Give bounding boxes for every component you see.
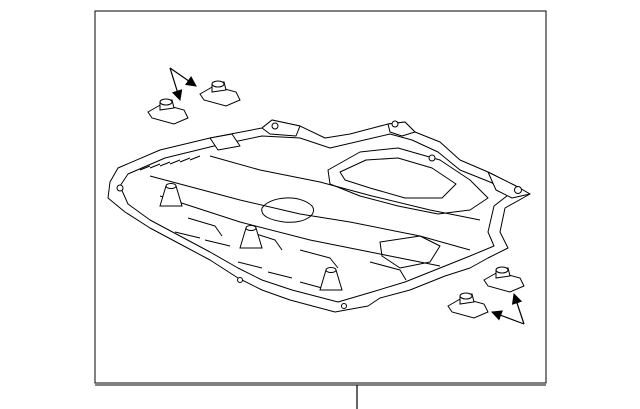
rear-ridge bbox=[209, 155, 481, 221]
mount-posts bbox=[159, 183, 343, 291]
rear-bracket bbox=[261, 119, 301, 137]
raised-panel-inner bbox=[339, 157, 457, 199]
arrow-left-upper bbox=[169, 67, 197, 87]
side-ribs bbox=[187, 217, 407, 281]
right-recess bbox=[379, 235, 441, 269]
arrow-right-upper bbox=[511, 292, 525, 325]
cover-inner-rim bbox=[119, 133, 513, 303]
center-bump bbox=[261, 197, 314, 223]
mounting-holes bbox=[116, 120, 522, 309]
clip-nut-right-upper bbox=[483, 266, 525, 293]
vent-slots-left bbox=[139, 155, 201, 171]
callout-arrows-right bbox=[490, 292, 525, 325]
callout-arrows-left bbox=[169, 67, 197, 102]
center-ridge bbox=[149, 175, 471, 251]
clip-nut-left-upper bbox=[199, 80, 241, 107]
clip-nut-right-lower bbox=[447, 292, 489, 319]
raised-panel bbox=[327, 147, 489, 215]
left-bracket bbox=[209, 133, 241, 151]
front-ridge bbox=[159, 195, 441, 267]
arrow-right-lower bbox=[490, 310, 525, 325]
vent-slots-front bbox=[174, 231, 323, 289]
engine-under-cover bbox=[107, 119, 531, 313]
arrow-left-lower bbox=[169, 67, 183, 102]
